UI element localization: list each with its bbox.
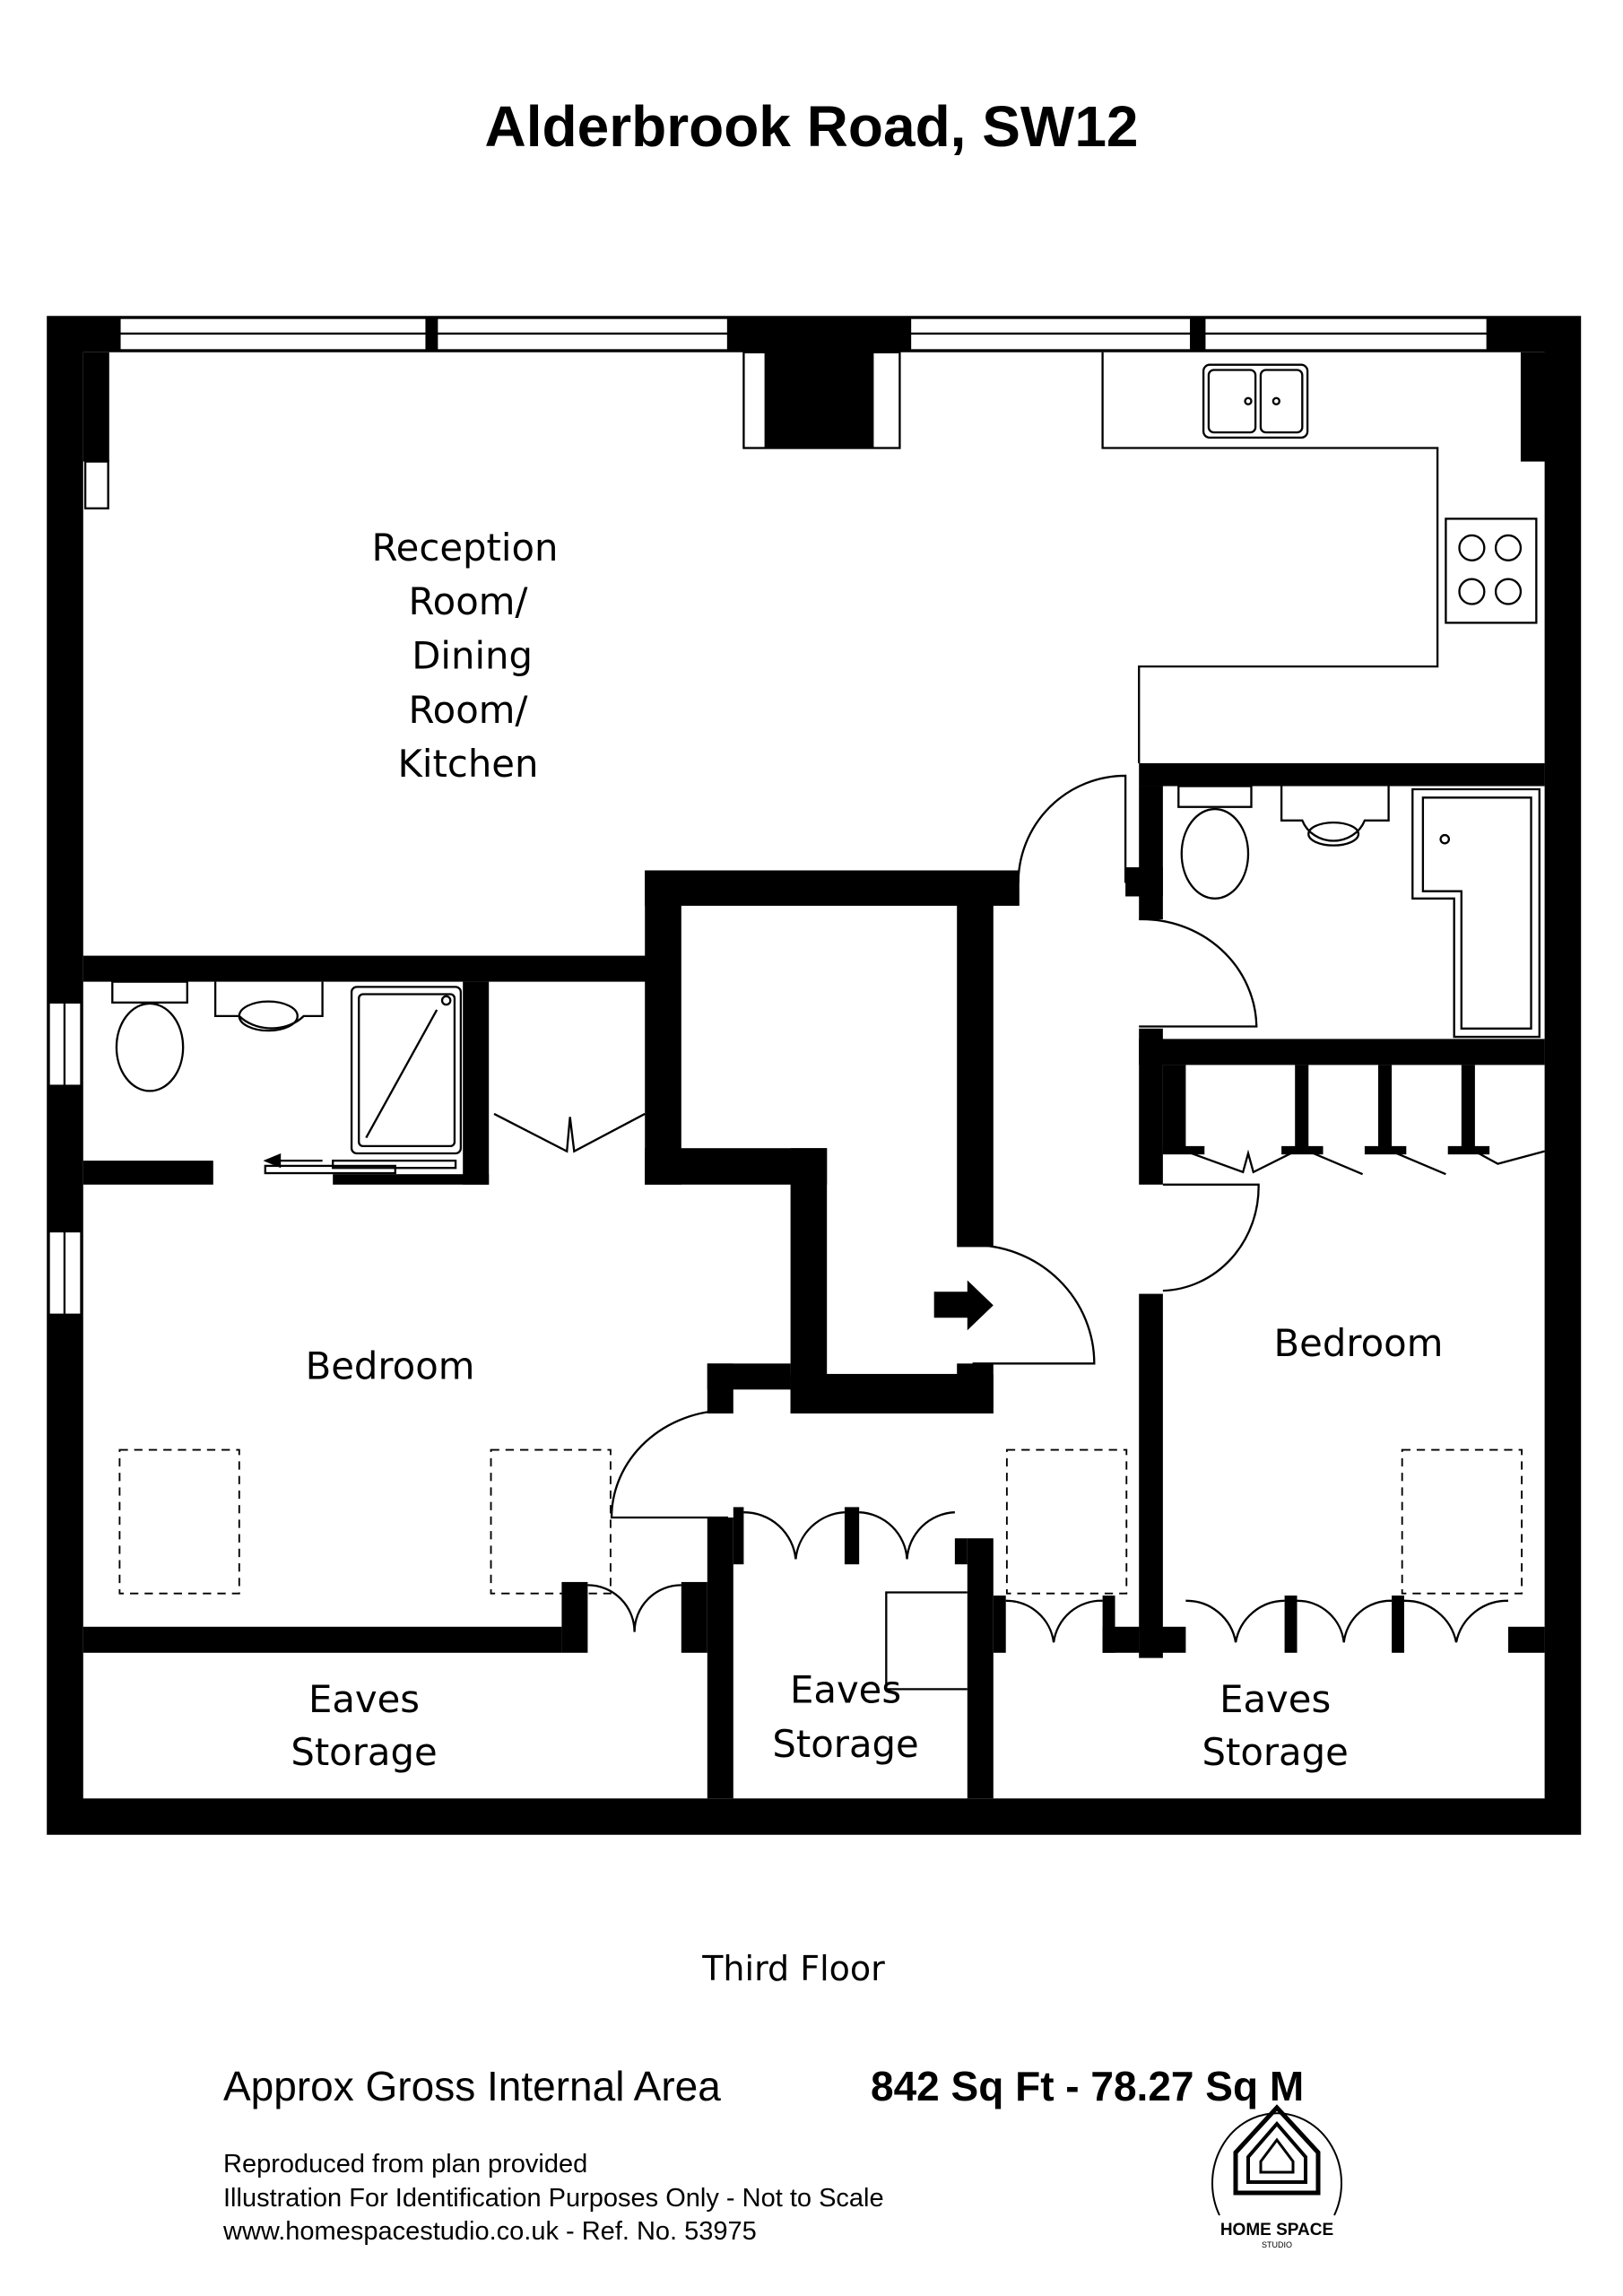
disclaimer-line: Illustration For Identification Purposes… — [223, 2184, 884, 2213]
room-label-bedroom-right: Bedroom — [1274, 1321, 1444, 1365]
floor-label: Third Floor — [701, 1949, 885, 1988]
room-label-reception: Reception Room/ Dining Room/ Kitchen — [372, 526, 559, 786]
floor-plan: Reception Room/ Dining Room/ Kitchen Bed… — [47, 316, 1582, 1835]
basin-icon — [1280, 786, 1390, 847]
plan-title: Alderbrook Road, SW12 — [485, 94, 1139, 159]
outer-walls — [47, 316, 1582, 1835]
entrance-arrow-icon — [933, 1280, 994, 1331]
left-windows — [48, 1001, 82, 1316]
shower-icon — [350, 986, 463, 1155]
home-space-studio-logo: HOME SPACE STUDIO — [1211, 2104, 1342, 2249]
hatch — [885, 1591, 968, 1691]
chimney — [764, 352, 874, 448]
svg-text:Storage: Storage — [772, 1722, 918, 1766]
wall — [1520, 352, 1547, 462]
area-value: 842 Sq Ft - 78.27 Sq M — [871, 2063, 1304, 2109]
toilet-icon — [1177, 785, 1253, 900]
svg-text:Room/: Room/ — [409, 688, 529, 732]
toilet-icon — [111, 980, 188, 1092]
room-label-eaves-right: Eaves Storage — [1202, 1677, 1348, 1774]
logo-name: HOME SPACE — [1220, 2221, 1333, 2239]
sliding-arrow-icon — [263, 1153, 282, 1169]
kitchen-counter — [1101, 352, 1439, 763]
svg-text:Eaves: Eaves — [790, 1667, 901, 1711]
svg-text:Storage: Storage — [291, 1730, 437, 1774]
svg-text:Kitchen: Kitchen — [398, 742, 539, 786]
svg-text:Room/: Room/ — [409, 579, 529, 623]
area-label: Approx Gross Internal Area — [223, 2063, 721, 2109]
room-label-eaves-middle: Eaves Storage — [772, 1667, 918, 1765]
interior-walls — [82, 763, 1545, 1799]
room-label-eaves-left: Eaves Storage — [291, 1677, 437, 1774]
wall — [82, 352, 109, 462]
sink-icon — [1202, 363, 1309, 439]
svg-text:Eaves: Eaves — [308, 1677, 420, 1721]
basin-icon — [213, 981, 324, 1032]
svg-text:Dining: Dining — [412, 633, 533, 677]
svg-text:Eaves: Eaves — [1219, 1677, 1331, 1721]
svg-text:Reception: Reception — [372, 526, 559, 570]
bath-icon — [1411, 787, 1541, 1039]
doors — [264, 774, 1545, 1643]
logo-sub: STUDIO — [1262, 2240, 1292, 2249]
svg-text:Storage: Storage — [1202, 1730, 1348, 1774]
top-windows — [118, 317, 1488, 352]
radiator — [83, 460, 109, 509]
room-label-bedroom-left: Bedroom — [306, 1344, 475, 1388]
disclaimer-line: www.homespacestudio.co.uk - Ref. No. 539… — [222, 2217, 757, 2246]
disclaimer-line: Reproduced from plan provided — [223, 2150, 587, 2179]
hob-icon — [1445, 517, 1538, 624]
skylights — [118, 1448, 1523, 1595]
